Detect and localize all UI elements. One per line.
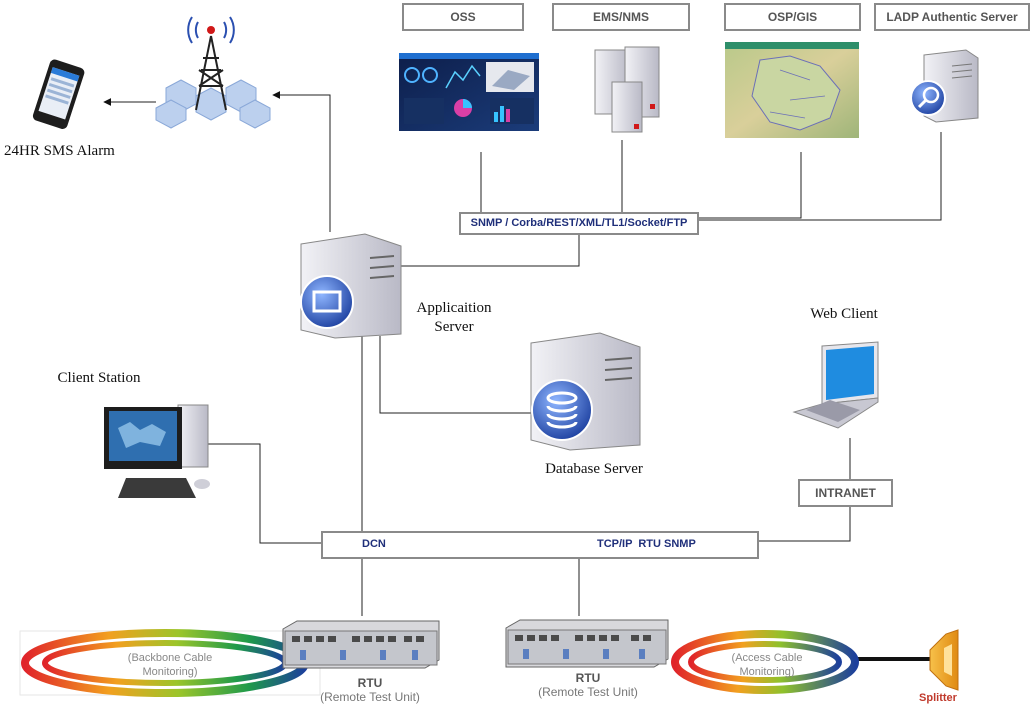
mobile-phone-icon [32,59,85,129]
application-server-label-line2: Server [434,319,474,335]
rtu-right-title: RTU [575,671,601,685]
web-client-label: Web Client [810,306,878,322]
backbone-monitoring-line1: (Backbone Cable [127,652,213,664]
client-station-label: Client Station [57,370,141,386]
rtu-left-title: RTU [357,676,383,690]
ems-nms-label: EMS/NMS [552,3,690,31]
access-cable-ring [671,630,859,694]
rtu-left-label: RTU (Remote Test Unit) [300,676,440,704]
web-client-laptop-icon [792,341,879,429]
rtu-right-label: RTU (Remote Test Unit) [518,671,658,699]
database-server-label: Database Server [545,461,643,477]
oss-label: OSS [402,3,524,31]
cell-tower-icon [155,16,271,129]
access-monitoring-line2: Monitoring) [739,666,795,678]
dcn-label: DCN [362,538,386,550]
backbone-monitoring-label: (Backbone Cable Monitoring) [100,651,240,679]
rtu-left-device-icon [282,620,440,669]
osp-gis-map-image [725,42,859,138]
database-server-icon [530,332,641,451]
splitter-label: Splitter [919,692,957,704]
rtu-left-subtitle: (Remote Test Unit) [320,690,420,704]
oss-dashboard-image [399,53,539,131]
ladp-server-label: LADP Authentic Server [874,3,1030,31]
access-monitoring-line1: (Access Cable [731,652,803,664]
sms-alarm-label: 24HR SMS Alarm [4,143,115,159]
ladp-server-icon [910,49,979,123]
dcn-bus-box [321,531,759,559]
splitter-icon [929,629,959,691]
intranet-label: INTRANET [815,486,876,500]
client-station-computer-icon [104,404,210,498]
connection-lines [103,91,942,661]
application-server-label-line1: Applicaition [416,300,492,316]
rtu-right-device-icon [505,619,669,668]
protocol-bus-label: SNMP / Corba/REST/XML/TL1/Socket/FTP [470,217,688,229]
ems-nms-server-icon [594,46,660,133]
access-monitoring-label: (Access Cable Monitoring) [712,651,822,679]
intranet-box [798,479,893,507]
application-server-label: Applicaition Server [400,299,508,337]
tcpip-rtu-snmp-label: TCP/IP RTU SNMP [597,538,696,550]
rtu-right-subtitle: (Remote Test Unit) [538,685,638,699]
osp-gis-label: OSP/GIS [724,3,861,31]
application-server-icon [300,233,402,339]
protocol-bus-box [459,212,699,235]
backbone-monitoring-line2: Monitoring) [142,666,198,678]
